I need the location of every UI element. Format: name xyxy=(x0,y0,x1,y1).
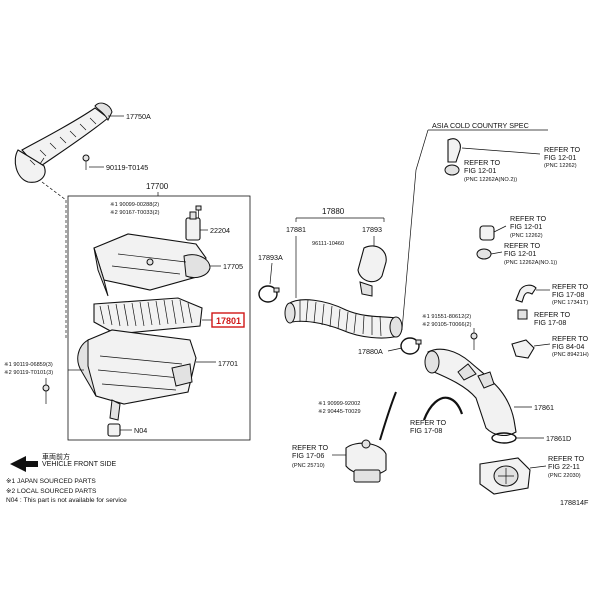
legend-note-n04: N04 : This part is not available for ser… xyxy=(6,497,127,504)
clamp-17880A[interactable] xyxy=(400,337,422,355)
ref-f-line2: FIG 17-08 xyxy=(534,318,566,327)
part-valve-25710[interactable] xyxy=(345,439,387,483)
part-17701-air-cleaner-case[interactable] xyxy=(77,329,197,421)
ref-a-line1: REFER TO xyxy=(544,145,580,154)
label-90445-T0029: ※2 90445-T0029 xyxy=(318,408,361,415)
part-vacuum-tube[interactable] xyxy=(379,391,397,441)
label-96111-10460: 96111-10460 xyxy=(312,241,344,247)
label-90999-92002: ※1 90999-92002 xyxy=(318,400,360,407)
bolt-90119-T0145[interactable] xyxy=(82,154,90,170)
part-17881-intake-hose[interactable] xyxy=(284,299,403,339)
ref-c-line1: REFER TO xyxy=(510,214,546,223)
ref-g-line2: FIG 84-04 xyxy=(552,342,584,351)
label-90105-T0066: ※2 90105-T0066(2) xyxy=(422,321,472,328)
part-17801-air-filter-element[interactable] xyxy=(93,297,203,335)
arrow-left-icon xyxy=(10,456,38,472)
ref-b-line3: (PNC 12262A(NO.2)) xyxy=(464,177,517,183)
ref-j-line2: FIG 22-11 xyxy=(548,462,580,471)
part-17861-air-duct[interactable] xyxy=(424,348,517,437)
label-91551-80612: ※1 91551-80612(2) xyxy=(422,313,471,320)
ref-d-line3: (PNC 12262A(NO.1)) xyxy=(504,260,557,266)
ref-c-line3: (PNC 12262) xyxy=(510,233,543,239)
bolt-91551-80612[interactable] xyxy=(470,332,478,350)
ref-b-line1: REFER TO xyxy=(464,158,500,167)
screw-90099-00288[interactable] xyxy=(195,205,202,218)
ref-c-line2: FIG 12-01 xyxy=(510,222,542,231)
part-17705-air-cleaner-cap[interactable] xyxy=(93,233,211,297)
part-hose-17-08[interactable] xyxy=(422,396,464,421)
label-17705: 17705 xyxy=(223,262,243,271)
ref-e-line2: FIG 17-08 xyxy=(552,290,584,299)
label-17801: 17801 xyxy=(216,316,241,326)
ref-h-line1: REFER TO xyxy=(410,418,446,427)
part-17750A-inlet-duct[interactable] xyxy=(14,102,113,183)
label-asia-cold-country-spec: ASIA COLD COUNTRY SPEC xyxy=(432,121,529,130)
highlight-box-17801 xyxy=(211,312,245,328)
label-22204: 22204 xyxy=(210,226,230,235)
bolt-90119-06859[interactable] xyxy=(42,378,50,404)
label-90119-06859: ※1 90119-06859(3) xyxy=(4,361,53,368)
label-90167-T0033: ※2 90167-T0033(2) xyxy=(110,209,160,216)
label-17893A: 17893A xyxy=(258,253,283,262)
ref-d-line1: REFER TO xyxy=(504,241,540,250)
ref-i-line1: REFER TO xyxy=(292,443,328,452)
label-17880A: 17880A xyxy=(358,347,383,356)
label-17881: 17881 xyxy=(286,225,306,234)
part-N04-grommet[interactable] xyxy=(107,423,121,437)
ref-j-line3: (PNC 22030) xyxy=(548,473,581,479)
part-throttle-body-22030[interactable] xyxy=(479,457,531,495)
diagram-id: 178814F xyxy=(560,498,589,507)
part-clip-12262A-no1[interactable] xyxy=(476,248,492,260)
ref-h-line2: FIG 17-08 xyxy=(410,426,442,435)
label-90119-T0101: ※2 90119-T0101(3) xyxy=(4,369,53,376)
vehicle-front-en: VEHICLE FRONT SIDE xyxy=(42,461,117,468)
label-17750A: 17750A xyxy=(126,112,151,121)
ref-b-line2: FIG 12-01 xyxy=(464,166,496,175)
ref-e-line3: (PNC 17341T) xyxy=(552,300,588,306)
part-clip-17-08[interactable] xyxy=(517,309,528,320)
ref-i-line2: FIG 17-06 xyxy=(292,451,324,460)
label-17861: 17861 xyxy=(534,403,554,412)
part-sensor-89421H[interactable] xyxy=(511,339,535,359)
ref-f-line1: REFER TO xyxy=(534,310,570,319)
label-90119-T0145: 90119-T0145 xyxy=(106,163,148,172)
part-hose-12262-upper[interactable] xyxy=(447,138,461,163)
ref-j-line1: REFER TO xyxy=(548,454,584,463)
legend-note-local: ※2 LOCAL SOURCED PARTS xyxy=(6,488,97,495)
ref-e-line1: REFER TO xyxy=(552,282,588,291)
ref-g-line1: REFER TO xyxy=(552,334,588,343)
label-N04: N04 xyxy=(134,426,147,435)
label-17893: 17893 xyxy=(362,225,382,234)
part-hose-12262-middle[interactable] xyxy=(479,225,495,241)
ref-i-line3: (PNC 25710) xyxy=(292,463,325,469)
ref-g-line3: (PNC 89421H) xyxy=(552,352,589,358)
label-17701: 17701 xyxy=(218,359,238,368)
ref-a-line2: FIG 12-01 xyxy=(544,153,576,162)
ref-d-line2: FIG 12-01 xyxy=(504,249,536,258)
label-17880: 17880 xyxy=(322,207,345,216)
legend-note-japan: ※1 JAPAN SOURCED PARTS xyxy=(6,478,96,485)
clamp-17893A[interactable] xyxy=(258,285,280,303)
part-17893-resonator[interactable] xyxy=(357,245,387,297)
label-90099-00288: ※1 90099-00288(2) xyxy=(110,201,159,208)
ref-a-line3: (PNC 12262) xyxy=(544,163,577,169)
label-17700: 17700 xyxy=(146,182,169,191)
part-hose-17341T[interactable] xyxy=(515,284,537,303)
part-clip-12262A-no2[interactable] xyxy=(444,164,460,176)
part-22204-mass-air-flow-sensor[interactable] xyxy=(185,211,201,241)
assembly-frame-17700 xyxy=(67,195,251,441)
vehicle-front-jp: 車両前方 xyxy=(42,454,70,461)
label-17861D: 17861D xyxy=(546,434,571,443)
